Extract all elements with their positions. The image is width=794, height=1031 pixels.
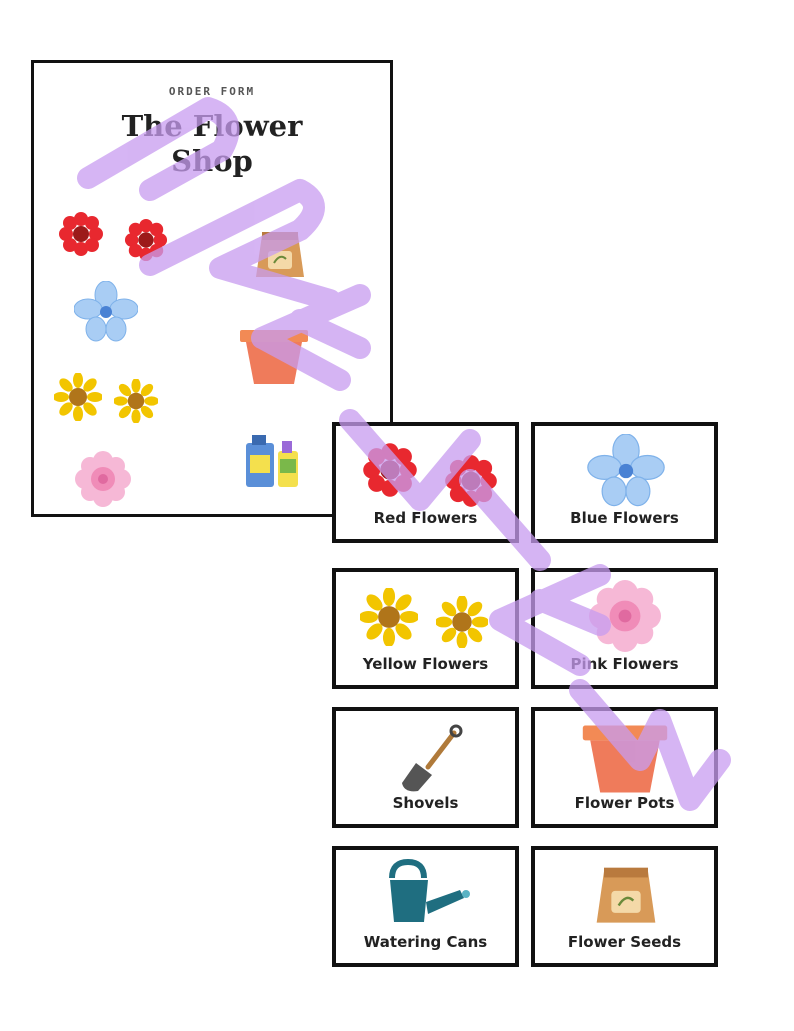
red-flower-icon	[445, 455, 497, 507]
order-form-title: The Flower Shop	[34, 109, 390, 179]
seed-packet-icon	[596, 867, 656, 923]
card-flower-pots[interactable]: Flower Pots	[531, 707, 718, 828]
card-red-flowers[interactable]: Red Flowers	[332, 422, 519, 543]
title-line-1: The Flower	[121, 109, 303, 143]
title-line-2: Shop	[171, 144, 253, 178]
yellow-flower-icon	[436, 596, 488, 648]
pink-flower-icon	[75, 451, 131, 507]
blue-flower-icon	[587, 434, 665, 507]
yellow-flower-icon	[114, 379, 158, 423]
card-label: Yellow Flowers	[362, 655, 489, 673]
card-label: Blue Flowers	[570, 509, 679, 527]
card-shovels[interactable]: Shovels	[332, 707, 519, 828]
card-label: Shovels	[392, 794, 459, 812]
seed-packet-icon	[256, 232, 304, 277]
blue-flower-icon	[74, 281, 138, 342]
card-yellow-flowers[interactable]: Yellow Flowers	[332, 568, 519, 689]
yellow-flower-icon	[54, 373, 102, 421]
card-label: Watering Cans	[363, 933, 488, 951]
flower-pot-icon	[240, 330, 308, 384]
card-blue-flowers[interactable]: Blue Flowers	[531, 422, 718, 543]
spray-bottle-icon	[246, 435, 298, 487]
yellow-flower-icon	[360, 588, 418, 646]
card-flower-seeds[interactable]: Flower Seeds	[531, 846, 718, 967]
card-label: Pink Flowers	[570, 655, 679, 673]
flower-pot-icon	[582, 725, 668, 793]
watering-can-icon	[389, 858, 470, 922]
pink-flower-icon	[589, 580, 661, 652]
red-flower-icon	[59, 212, 103, 256]
card-pink-flowers[interactable]: Pink Flowers	[531, 568, 718, 689]
red-flower-icon	[124, 218, 168, 262]
shovel-icon	[402, 724, 463, 792]
card-label: Flower Seeds	[567, 933, 682, 951]
red-flower-icon	[363, 443, 417, 497]
order-form-subtitle: ORDER FORM	[168, 85, 256, 98]
card-label: Flower Pots	[574, 794, 675, 812]
card-watering-cans[interactable]: Watering Cans	[332, 846, 519, 967]
card-label: Red Flowers	[373, 509, 478, 527]
